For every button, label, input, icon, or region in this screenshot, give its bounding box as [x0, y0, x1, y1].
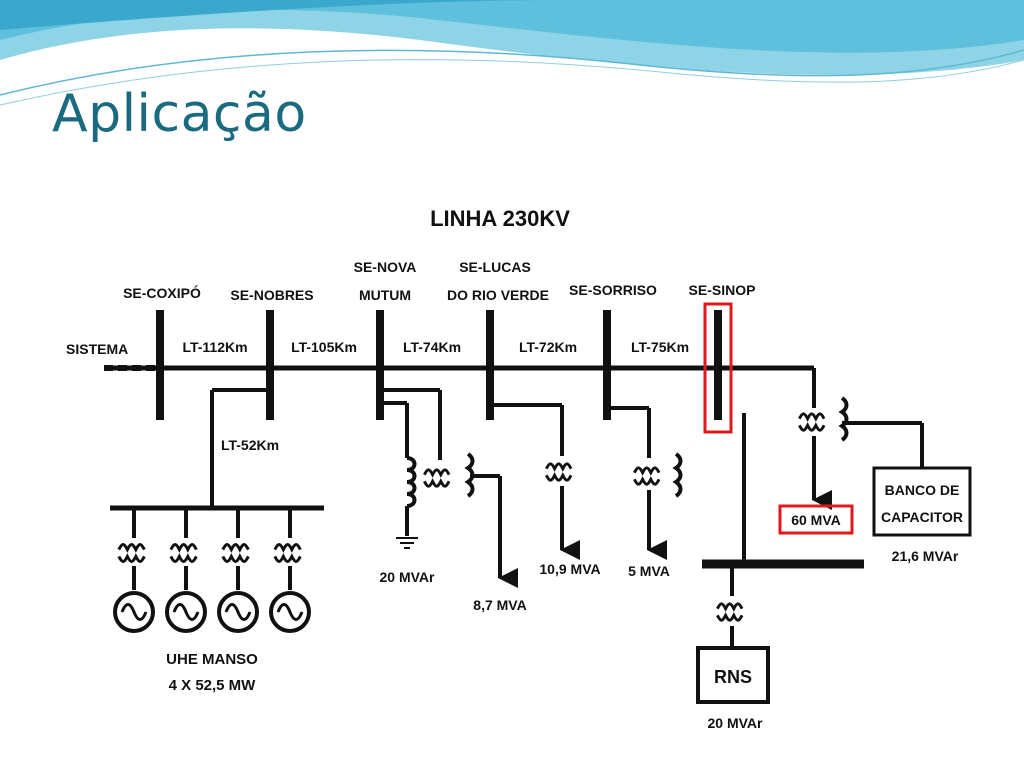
- sinop-load-box: [778, 504, 854, 535]
- source-label: SISTEMA: [66, 341, 128, 357]
- plant-units: 4 X 52,5 MW: [169, 677, 257, 694]
- substation-nova-mutum-1: SE-NOVA: [354, 259, 417, 275]
- slide-title: Aplicação: [52, 84, 307, 144]
- line-label-74: LT-74Km: [403, 339, 461, 355]
- substation-sinop: SE-SINOP: [689, 282, 756, 298]
- sorriso-load: 5 MVA: [628, 563, 670, 579]
- sinop-highlight-box: [703, 302, 733, 434]
- branch-line-label: LT-52Km: [221, 437, 279, 453]
- substation-lucas-1: SE-LUCAS: [459, 259, 531, 275]
- single-line-diagram: LINHA 230KV SISTEMA SE-COXIPÓ SE-NOBRES …: [22, 158, 1000, 740]
- capacitor-box: [872, 466, 972, 537]
- generator-1: [113, 508, 155, 633]
- generator-2: [165, 508, 207, 633]
- substation-nova-mutum-2: MUTUM: [359, 287, 411, 303]
- ground-icon: [396, 537, 418, 549]
- generator-3: [217, 508, 259, 633]
- lucas-load: 10,9 MVA: [539, 561, 600, 577]
- sinop-tertiary: [838, 396, 849, 442]
- reactor-coil: [406, 456, 417, 508]
- rns-label: RNS: [714, 667, 752, 687]
- generator-4: [269, 508, 311, 633]
- lucas-transformer: [544, 462, 573, 482]
- sorriso-tertiary: [672, 452, 683, 498]
- line-label-105: LT-105Km: [291, 339, 357, 355]
- sorriso-transformer: [632, 466, 661, 486]
- line-label-72: LT-72Km: [519, 339, 577, 355]
- header-wave-decoration: [0, 0, 1024, 106]
- substation-sorriso: SE-SORRISO: [569, 282, 657, 298]
- reactor-rating: 20 MVAr: [380, 569, 436, 585]
- line-label-112: LT-112Km: [182, 339, 247, 355]
- line-label-75: LT-75Km: [631, 339, 689, 355]
- substation-nobres: SE-NOBRES: [230, 287, 313, 303]
- substation-lucas-2: DO RIO VERDE: [447, 287, 549, 303]
- nova-mutum-transformer: [422, 468, 451, 488]
- plant-name: UHE MANSO: [166, 651, 258, 668]
- capacitor-rating: 21,6 MVAr: [892, 548, 959, 564]
- sinop-load: 60 MVA: [791, 512, 841, 528]
- capacitor-label-1: BANCO DE: [885, 482, 960, 498]
- capacitor-label-2: CAPACITOR: [881, 509, 963, 525]
- diagram-heading: LINHA 230KV: [430, 206, 570, 231]
- rns-transformer: [715, 602, 744, 622]
- substation-coxipo: SE-COXIPÓ: [123, 284, 201, 301]
- rns-rating: 20 MVAr: [708, 715, 764, 731]
- nova-mutum-load: 8,7 MVA: [473, 597, 526, 613]
- sinop-transformer: [797, 412, 826, 432]
- rns-box: [696, 646, 770, 704]
